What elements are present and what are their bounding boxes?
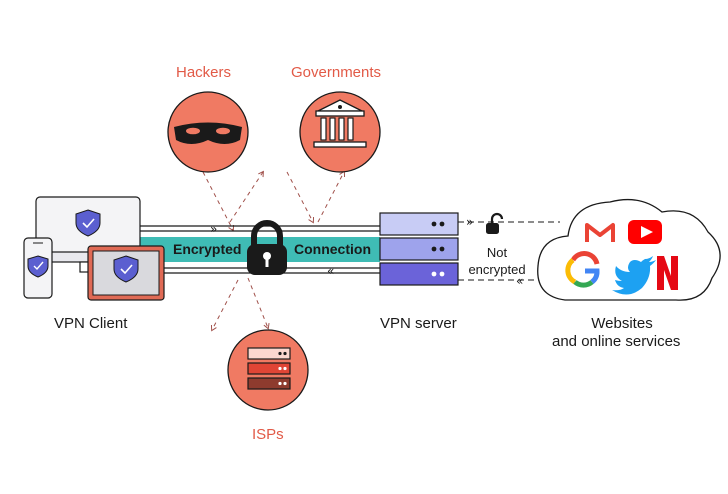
hackers-icon bbox=[167, 91, 249, 173]
vpn-server-label: VPN server bbox=[380, 315, 457, 332]
isps-label: ISPs bbox=[252, 426, 284, 443]
hackers-label: Hackers bbox=[176, 64, 232, 81]
encrypted-label: Encrypted bbox=[173, 241, 242, 257]
phone-shield-icon bbox=[27, 255, 49, 278]
gov-arrow-out bbox=[317, 170, 346, 223]
twitter-icon bbox=[612, 256, 656, 295]
hackers-arrow-in bbox=[202, 171, 235, 232]
connection-label: Connection bbox=[294, 241, 371, 257]
gov-arrow-in bbox=[286, 171, 315, 224]
tunnel-right-chevrons: » bbox=[210, 222, 217, 236]
encrypted-word-label: encrypted bbox=[468, 262, 526, 277]
vpn-server-icon bbox=[379, 212, 459, 286]
open-padlock-icon bbox=[486, 212, 504, 234]
netflix-icon bbox=[657, 256, 678, 290]
laptop-shield-icon bbox=[113, 255, 139, 283]
isp-arrow-in bbox=[247, 277, 270, 330]
padlock-icon bbox=[247, 220, 287, 275]
google-icon bbox=[565, 251, 600, 288]
threat-arrows bbox=[202, 170, 346, 332]
link-right-chevrons: » bbox=[466, 215, 473, 229]
client-devices bbox=[23, 196, 165, 301]
websites-label: Websites bbox=[591, 315, 653, 332]
isp-icon bbox=[227, 329, 309, 411]
governments-label: Governments bbox=[291, 64, 382, 81]
not-encrypted-label: Not encrypted bbox=[463, 244, 531, 278]
not-label: Not bbox=[486, 245, 508, 260]
gmail-icon bbox=[585, 222, 615, 242]
youtube-icon bbox=[628, 220, 662, 244]
tunnel-left-chevrons: « bbox=[327, 264, 334, 278]
monitor-shield-icon bbox=[75, 209, 101, 237]
isp-arrow-out bbox=[210, 279, 239, 332]
link-left-chevrons: « bbox=[516, 274, 523, 288]
hackers-arrow-out bbox=[229, 170, 264, 223]
government-icon bbox=[299, 91, 381, 173]
vpn-client-label: VPN Client bbox=[54, 315, 128, 332]
online-services-label: and online services bbox=[552, 333, 681, 350]
